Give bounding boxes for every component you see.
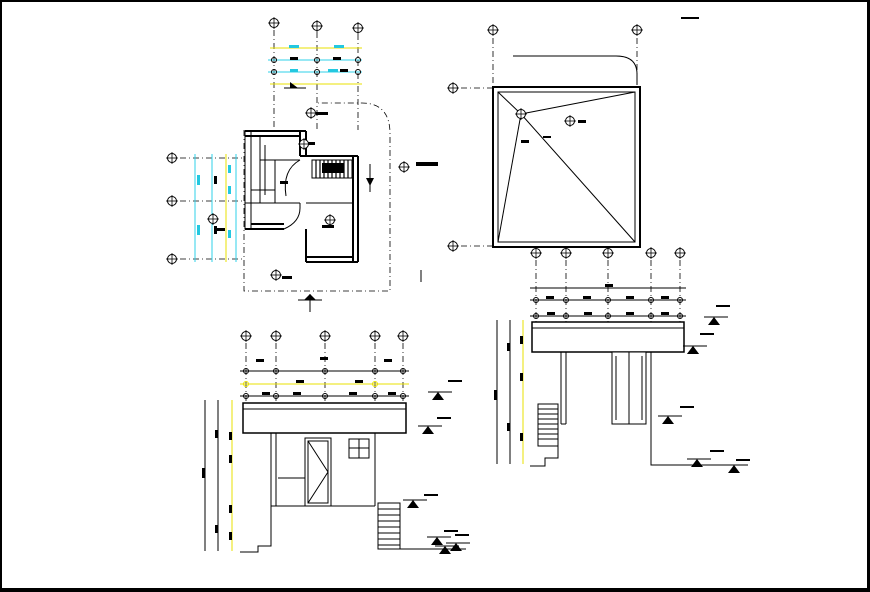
grid-bubble-icon	[529, 246, 543, 260]
level-marker-icon	[269, 268, 283, 282]
level-marker-icon	[304, 106, 318, 120]
front-elevation	[202, 329, 471, 555]
level-marker-icon	[427, 391, 453, 401]
level-marker-icon	[445, 542, 471, 552]
north-marker-icon	[397, 160, 411, 174]
grid-bubble-icon	[644, 246, 658, 260]
level-marker-icon	[703, 316, 729, 326]
level-marker-icon	[402, 499, 428, 509]
floor-plan	[165, 16, 438, 312]
grid-bubble-icon	[559, 246, 573, 260]
grid-bubble-icon	[165, 194, 179, 208]
roof-plan	[446, 17, 699, 253]
grid-bubble-icon	[239, 329, 253, 343]
grid-bubble-icon	[267, 16, 281, 30]
level-marker-icon	[417, 425, 443, 435]
grid-bubble-icon	[310, 19, 324, 33]
grid-bubble-icon	[368, 329, 382, 343]
grid-bubble-icon	[396, 329, 410, 343]
level-marker-icon	[686, 458, 712, 468]
grid-bubble-icon	[601, 246, 615, 260]
level-marker-icon	[426, 536, 452, 546]
grid-bubble-icon	[165, 151, 179, 165]
level-marker-icon	[682, 345, 708, 355]
grid-bubble-icon	[351, 21, 365, 35]
level-marker-icon	[723, 464, 749, 474]
level-marker-icon	[206, 212, 220, 226]
level-marker-icon	[323, 213, 337, 227]
grid-bubble-icon	[446, 239, 460, 253]
grid-bubble-icon	[486, 23, 500, 37]
grid-bubble-icon	[446, 81, 460, 95]
grid-bubble-icon	[318, 329, 332, 343]
level-marker-icon	[657, 415, 683, 425]
grid-bubble-icon	[630, 23, 644, 37]
grid-bubble-icon	[165, 252, 179, 266]
side-elevation	[494, 246, 750, 474]
grid-bubble-icon	[269, 329, 283, 343]
grid-bubble-icon	[673, 246, 687, 260]
